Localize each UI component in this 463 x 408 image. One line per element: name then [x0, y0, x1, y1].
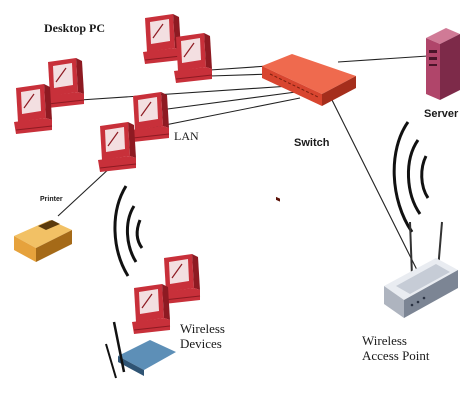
label-printer: Printer	[40, 196, 63, 203]
cable-desktop-left	[79, 85, 291, 101]
printer-icon	[14, 220, 72, 262]
label-lan: LAN	[174, 129, 199, 143]
wireless-signal-devices-icon	[113, 185, 144, 277]
network-switch-icon	[262, 54, 356, 202]
label-wireless-devices-line1: Wireless	[180, 321, 225, 336]
cable-access-point	[329, 95, 419, 273]
server-tower-icon	[426, 28, 460, 100]
label-desktop-pc: Desktop PC	[44, 21, 106, 35]
label-wireless-devices: Wireless Devices	[180, 321, 225, 352]
label-server: Server	[424, 108, 459, 120]
label-wireless-access-point: Wireless Access Point	[362, 333, 430, 364]
cable-top-pc-2	[209, 73, 273, 77]
cable-server	[337, 55, 429, 63]
label-wireless-devices-line2: Devices	[180, 335, 222, 351]
desktop-pc-top-2	[173, 32, 213, 84]
cable-top-pc	[209, 65, 269, 71]
label-wireless-access-point-line2: Access Point	[362, 347, 430, 363]
desktop-pc-top-1	[142, 13, 182, 65]
label-wireless-access-point-line1: Wireless	[362, 333, 407, 348]
cable-lan	[159, 91, 297, 111]
cables	[57, 55, 429, 273]
cable-printer	[57, 165, 113, 217]
lan-pc-2	[97, 121, 137, 173]
wireless-card-icon	[105, 321, 176, 379]
wireless-signal-icon	[392, 121, 430, 233]
lan-pc-1	[130, 91, 170, 143]
wireless-router-icon	[384, 221, 458, 318]
desktop-pc-left-1	[45, 57, 85, 109]
cable-lan-2	[149, 97, 301, 129]
desktop-pc-left-2	[13, 83, 53, 135]
wireless-device-2	[131, 283, 171, 335]
label-switch: Switch	[294, 137, 330, 149]
